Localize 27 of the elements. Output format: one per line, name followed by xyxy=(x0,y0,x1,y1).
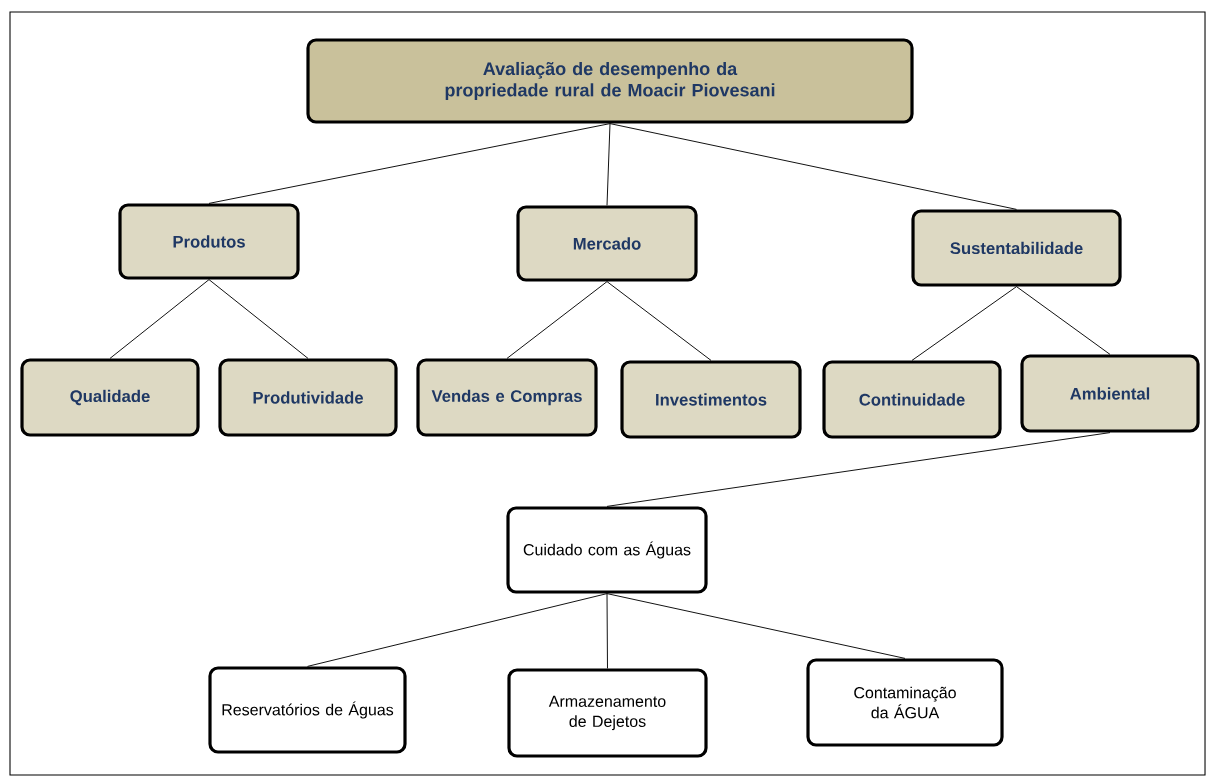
category-box: Vendas e Compras xyxy=(416,358,598,437)
category-box: Investimentos xyxy=(620,360,802,439)
topic-box: Cuidado com as Águas xyxy=(506,506,708,594)
topic-box: Contaminação da ÁGUA xyxy=(806,658,1004,747)
connector-line xyxy=(606,432,1111,507)
connector-line xyxy=(307,593,608,667)
connector-line xyxy=(911,286,1017,361)
connector-line xyxy=(1016,286,1111,355)
category-box: Continuidade xyxy=(822,360,1002,439)
topic-box: Reservatórios de Águas xyxy=(208,666,407,754)
connector-line xyxy=(609,123,1017,210)
category-box: Sustentabilidade xyxy=(911,209,1122,287)
connector-line xyxy=(606,593,608,669)
connector-line xyxy=(208,279,309,359)
connector-line xyxy=(506,281,608,359)
category-box: Produtividade xyxy=(218,358,398,437)
title-box: Avaliação de desempenho da propriedade rural de Moacir Piovesani xyxy=(306,38,914,124)
connector-line xyxy=(109,279,210,359)
connector-line xyxy=(606,593,906,659)
category-box: Produtos xyxy=(118,203,300,280)
category-box: Qualidade xyxy=(20,358,200,437)
connector-line xyxy=(208,123,611,204)
connector-line xyxy=(606,281,712,361)
category-box: Mercado xyxy=(516,205,698,282)
connector-line xyxy=(606,123,611,206)
category-box: Ambiental xyxy=(1020,354,1200,433)
topic-box: Armazenamento de Dejetos xyxy=(507,668,708,758)
